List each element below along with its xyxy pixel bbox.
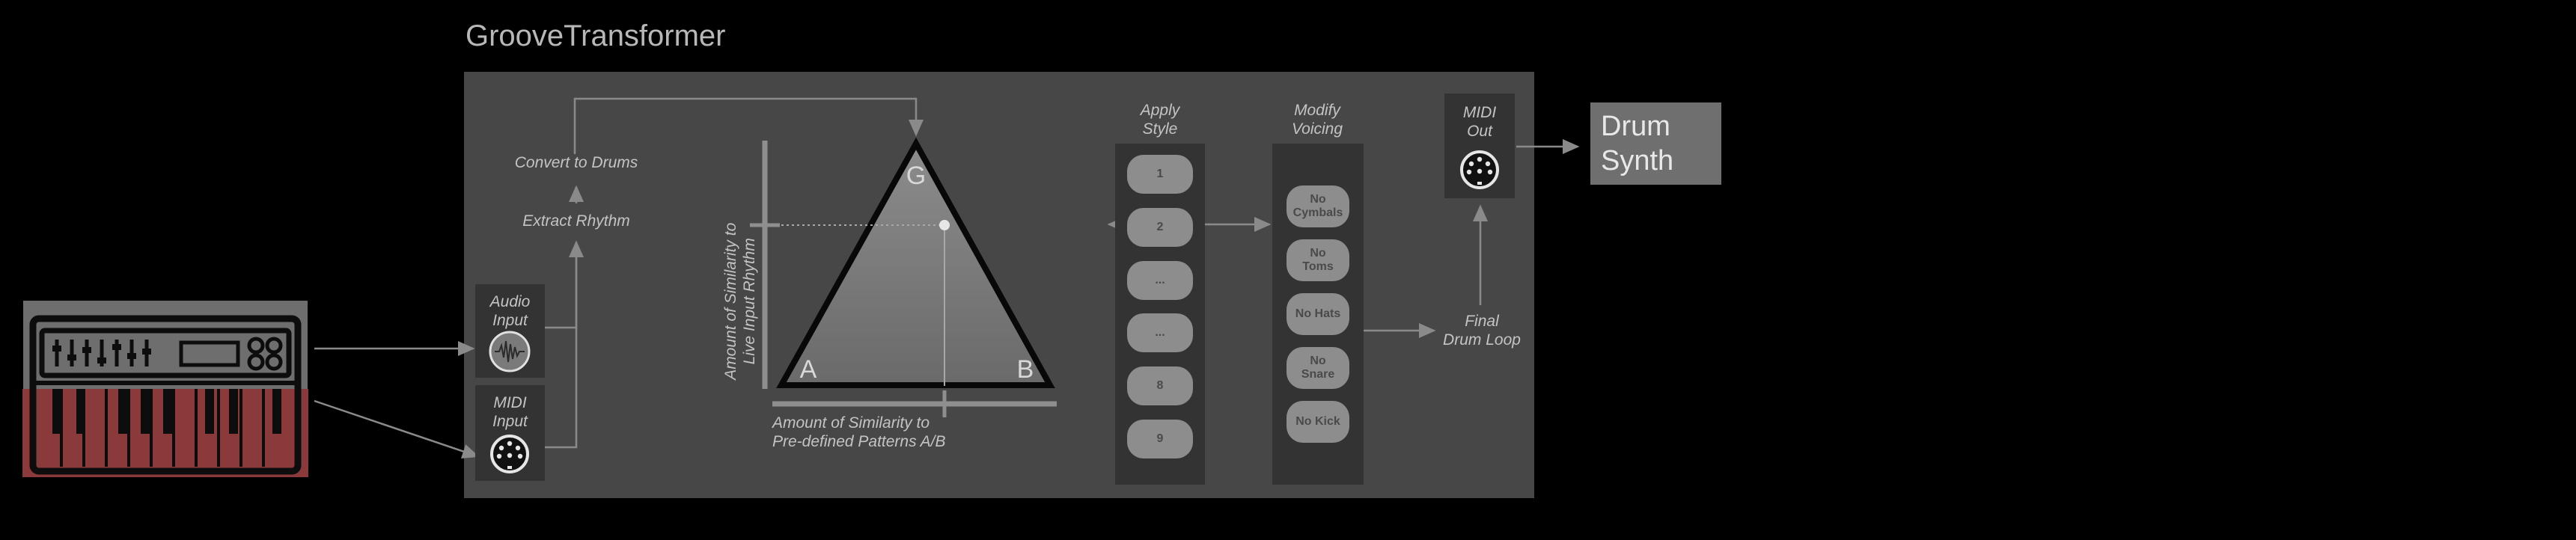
style-button-3[interactable]: ... xyxy=(1127,261,1193,300)
audio-input-label-2: Input xyxy=(492,311,528,329)
midi-input-label-2: Input xyxy=(492,412,528,430)
style-button-8[interactable]: 8 xyxy=(1127,366,1193,405)
modify-voicing-label-2: Voicing xyxy=(1291,120,1343,138)
similarity-triangle[interactable]: G A B xyxy=(703,135,1093,419)
position-handle[interactable] xyxy=(939,220,950,230)
midi-out-label-2: Out xyxy=(1467,122,1492,140)
drum-synth-label-2: Synth xyxy=(1601,144,1674,177)
triangle-label-b: B xyxy=(1017,355,1034,384)
midi-connector-icon xyxy=(490,435,529,473)
voicing-no-toms-label-2: Toms xyxy=(1302,260,1334,273)
drum-synth-label-1: Drum xyxy=(1601,111,1670,142)
keyboard-icon xyxy=(22,301,308,477)
voicing-no-cymbals-label-2: Cymbals xyxy=(1292,206,1343,219)
style-button-4[interactable]: ... xyxy=(1127,313,1193,352)
y-axis-label-1: Amount of Similarity to xyxy=(722,222,740,380)
x-axis-label-1: Amount of Similarity to xyxy=(772,414,930,432)
triangle-label-a: A xyxy=(800,355,817,384)
x-axis-label-2: Pre-defined Patterns A/B xyxy=(772,432,946,450)
final-drum-loop-label-1: Final xyxy=(1465,313,1499,330)
waveform-icon xyxy=(489,331,531,372)
voicing-no-snare-label-1: No xyxy=(1310,354,1326,367)
triangle-label-g: G xyxy=(906,162,926,190)
midi-input-label-1: MIDI xyxy=(493,394,527,411)
modify-voicing-label-1: Modify xyxy=(1294,102,1340,119)
style-button-1[interactable]: 1 xyxy=(1127,155,1193,194)
apply-style-label-2: Style xyxy=(1142,120,1178,138)
voicing-no-kick-button[interactable]: No Kick xyxy=(1287,401,1349,443)
apply-style-column: 1 2 ... ... 8 9 xyxy=(1115,144,1205,485)
voicing-no-toms-label-1: No xyxy=(1310,246,1326,260)
apply-style-label-1: Apply xyxy=(1140,102,1180,119)
y-axis-label-2: Live Input Rhythm xyxy=(741,238,758,365)
midi-out-label-1: MIDI xyxy=(1462,104,1497,121)
voicing-no-cymbals-label-1: No xyxy=(1310,192,1326,206)
extract-rhythm-label: Extract Rhythm xyxy=(522,212,630,230)
audio-input-label-1: Audio xyxy=(489,293,531,310)
final-drum-loop-label-2: Drum Loop xyxy=(1443,331,1521,349)
style-button-2[interactable]: 2 xyxy=(1127,208,1193,247)
voicing-no-hats-button[interactable]: No Hats xyxy=(1287,293,1349,335)
voicing-no-snare-label-2: Snare xyxy=(1301,368,1335,381)
midi-connector-icon xyxy=(1460,150,1499,189)
page-title: GrooveTransformer xyxy=(466,19,726,52)
keyboard-controller xyxy=(22,301,308,477)
convert-to-drums-label: Convert to Drums xyxy=(514,154,638,171)
style-button-9[interactable]: 9 xyxy=(1127,420,1193,458)
